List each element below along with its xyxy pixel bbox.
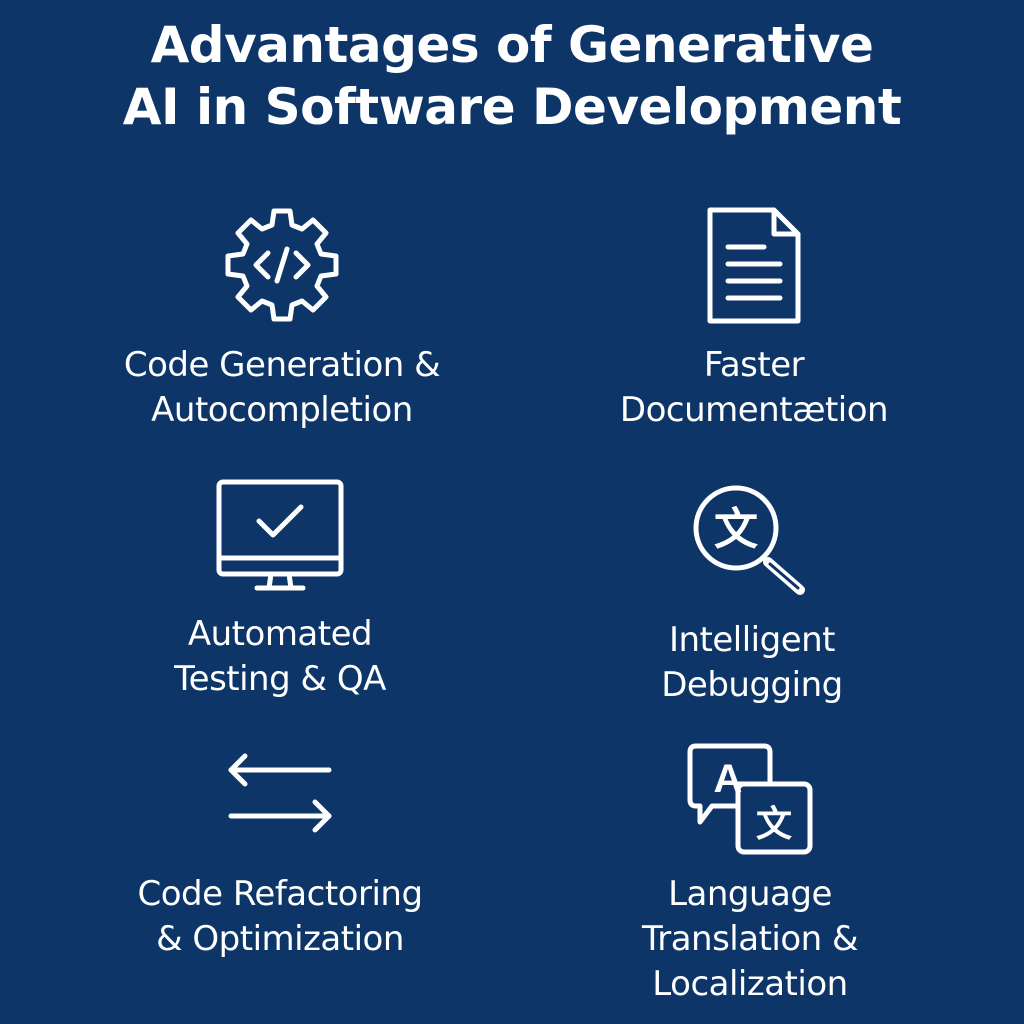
monitor-check-icon: [216, 479, 344, 591]
feature-label-line: Localization: [652, 964, 848, 1004]
document-icon: [707, 207, 801, 324]
feature-label-line: Autocompletion: [151, 390, 413, 430]
page-title: Advantages of Generative AI in Software …: [0, 14, 1024, 138]
feature-label-line: Language: [668, 874, 832, 914]
language-translate-icon: A 文: [687, 743, 813, 855]
feature-label-line: Code Refactoring: [137, 874, 423, 914]
feature-label-line: Translation &: [641, 919, 859, 959]
feature-intelligent-debugging: 文 Intelligent Debugging: [542, 484, 962, 708]
feature-language-translation: A 文 Language Translation & Localization: [540, 742, 960, 1007]
magnify-translate-icon: 文: [693, 485, 805, 595]
feature-label-line: & Optimization: [156, 919, 404, 959]
feature-label-line: Debugging: [661, 665, 843, 705]
feature-label-line: Testing & QA: [174, 659, 386, 699]
feature-documentation: Faster Documentætion: [544, 205, 964, 433]
feature-automated-testing: Automated Testing & QA: [70, 478, 490, 702]
title-line-2: AI in Software Development: [122, 78, 902, 136]
translate-glyph: 文: [714, 504, 758, 555]
latin-glyph: A: [714, 757, 743, 801]
feature-label-line: Code Generation &: [123, 345, 441, 385]
feature-code-generation: Code Generation & Autocompletion: [72, 205, 492, 433]
title-line-1: Advantages of Generative: [150, 16, 874, 74]
translate-glyph: 文: [756, 804, 792, 845]
feature-label-line: Automated: [187, 614, 373, 654]
feature-label-line: Intelligent: [668, 620, 836, 660]
feature-label-line: Documentætion: [619, 390, 889, 430]
code-gear-icon: [225, 208, 339, 322]
feature-code-refactoring: Code Refactoring & Optimization: [70, 752, 490, 962]
swap-arrows-icon: [228, 753, 332, 833]
feature-label-line: Faster: [703, 345, 805, 385]
